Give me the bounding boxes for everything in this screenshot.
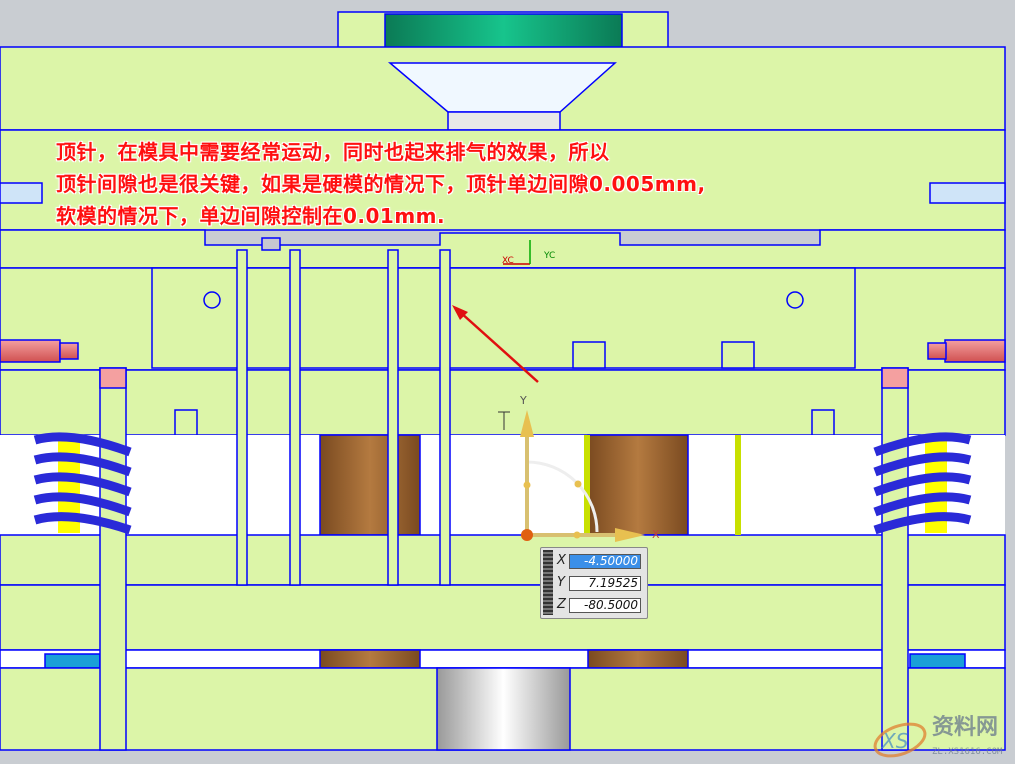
z-label: Z <box>557 597 566 612</box>
dynamic-axes[interactable]: Y X <box>498 394 660 542</box>
watermark-brand: 资料网 <box>932 715 999 740</box>
support-pillar <box>587 434 689 536</box>
watermark: XS 资料网 ZL.XS1616.COM <box>872 716 1012 762</box>
wcs-triad: XC YC <box>502 240 555 266</box>
watermark-logo: XS <box>873 722 927 758</box>
ejector-pin <box>387 249 399 586</box>
a-plate <box>0 129 1006 231</box>
ejector-pin <box>236 249 248 586</box>
watermark-url: ZL.XS1616.COM <box>932 747 1003 757</box>
annotation-text: 顶针，在模具中需要经常运动，同时也起来排气的效果，所以 顶针间隙也是很关键，如果… <box>56 136 706 232</box>
y-label: Y <box>557 575 565 590</box>
xc-label: XC <box>502 256 514 266</box>
ejector-plate <box>0 534 1006 586</box>
z-input[interactable] <box>569 597 641 613</box>
spring-right <box>873 432 972 535</box>
ejector-retainer-plate <box>0 369 1006 436</box>
ejector-pin <box>439 249 451 586</box>
annotation-arrow <box>459 311 539 383</box>
axis-x-label: X <box>652 528 660 541</box>
annotation-line: 顶针间隙也是很关键，如果是硬模的情况下，顶针单边间隙0.005mm, <box>56 172 706 196</box>
sprue-bushing <box>436 667 571 751</box>
x-input[interactable] <box>569 553 641 569</box>
axis-y-label: Y <box>519 394 527 407</box>
svg-text:XS: XS <box>881 729 909 753</box>
y-input[interactable] <box>569 575 641 591</box>
annotation-line: 顶针，在模具中需要经常运动，同时也起来排气的效果，所以 <box>56 140 610 164</box>
x-label: X <box>557 553 566 568</box>
yc-label: YC <box>543 251 555 261</box>
support-pillar <box>319 434 421 536</box>
spring-left <box>33 432 132 535</box>
ejector-pin <box>289 249 301 586</box>
annotation-line: 软模的情况下，单边间隙控制在0.01mm. <box>56 204 446 228</box>
drag-handle[interactable] <box>543 550 553 615</box>
coordinate-input-box: X Y Z <box>540 547 648 619</box>
